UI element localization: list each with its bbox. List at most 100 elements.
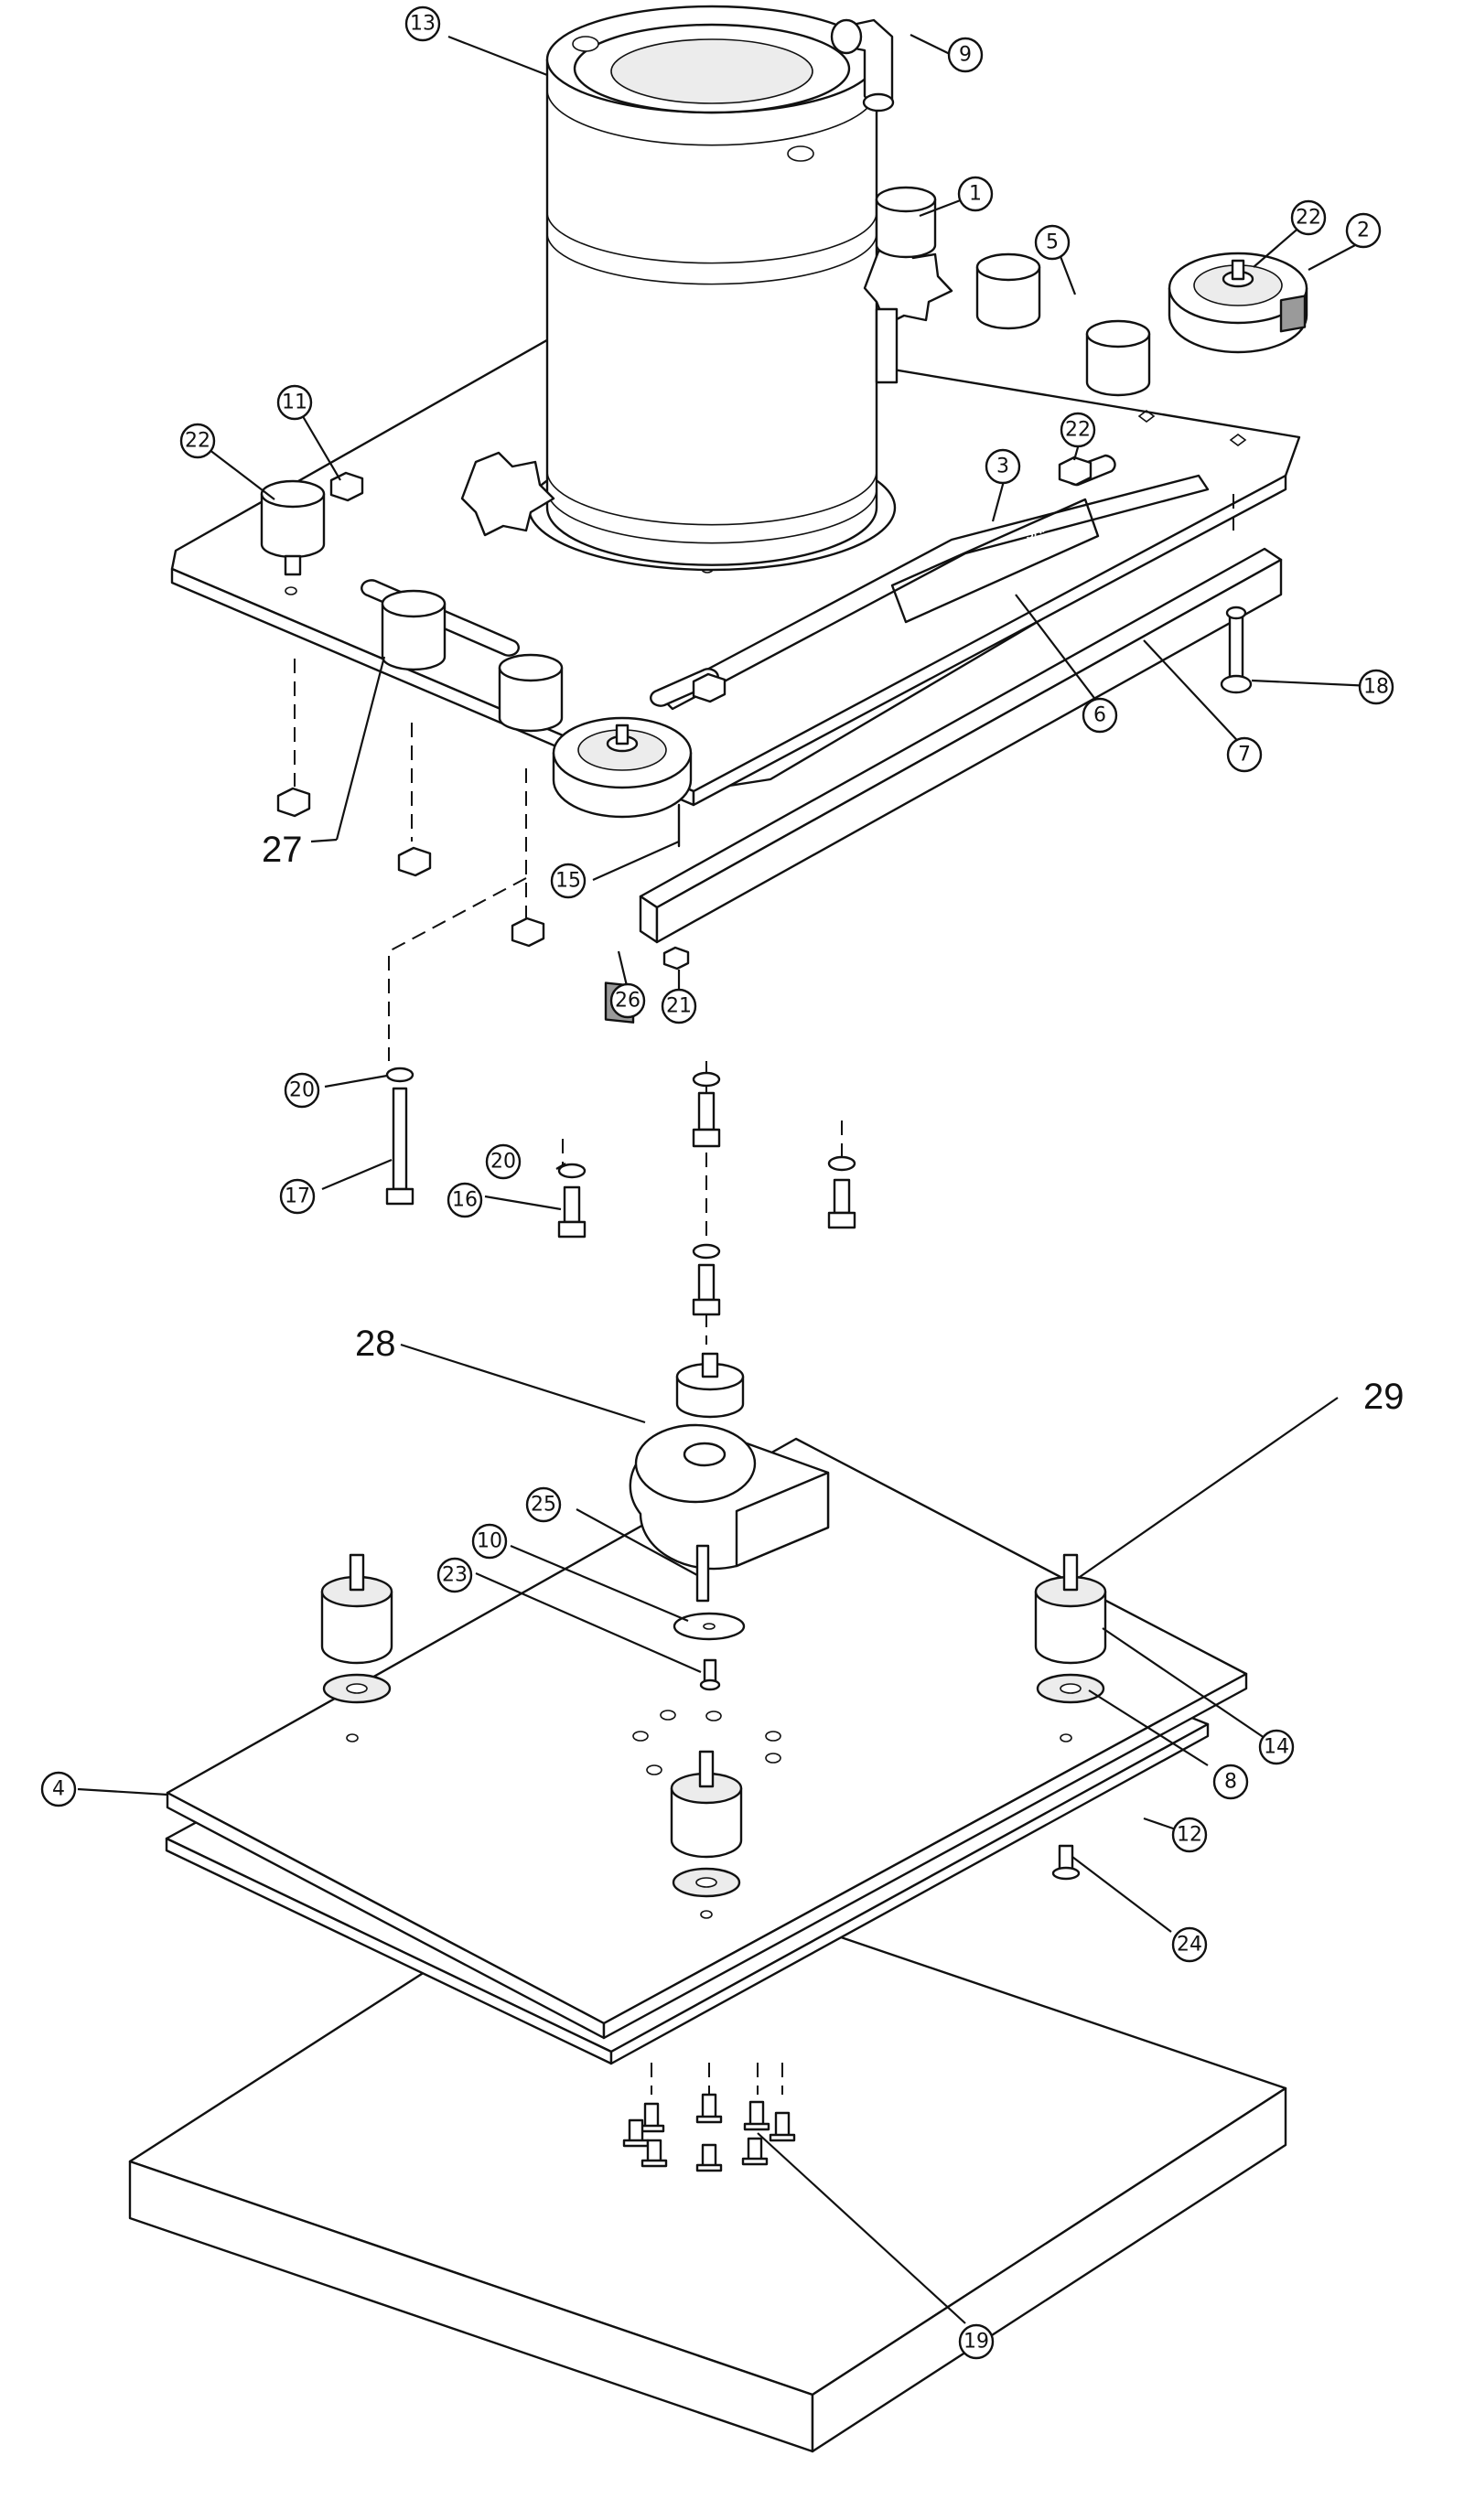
callout-3-label: 3 — [996, 456, 1009, 478]
callout-7: 7 — [1226, 736, 1263, 773]
callout-14: 14 — [1258, 1729, 1295, 1765]
callout-22-a: 22 — [1290, 199, 1327, 236]
callout-1-bubble — [957, 176, 994, 212]
callout-19: 19 — [958, 2323, 995, 2360]
callout-9-bubble — [947, 37, 984, 73]
callout-13-label: 13 — [410, 13, 436, 36]
callout-4-bubble — [40, 1771, 77, 1807]
label-27: 27 — [262, 830, 303, 870]
callout-2-bubble — [1345, 212, 1382, 249]
callout-19-label: 19 — [963, 2331, 989, 2354]
spacer-left-11 — [260, 479, 326, 576]
spacer-24 — [1051, 1844, 1081, 1881]
callout-9-label: 9 — [959, 44, 972, 67]
callout-1-label: 1 — [969, 183, 982, 206]
rubber-mount-right — [1034, 1553, 1107, 1704]
label-29: 29 — [1363, 1377, 1405, 1417]
callout-5: 5 — [1034, 224, 1071, 261]
callout-17: 17 — [279, 1178, 316, 1215]
callout-17-label: 17 — [285, 1185, 310, 1208]
rail-nut — [662, 946, 690, 970]
assembly-lines — [294, 494, 1234, 1061]
callout-8-label: 8 — [1224, 1771, 1237, 1794]
callout-6-bubble — [1082, 697, 1118, 734]
callout-24: 24 — [1171, 1926, 1208, 1963]
spacer-27 — [381, 589, 447, 671]
callout-16-bubble — [447, 1182, 483, 1218]
callout-16-label: 16 — [452, 1189, 478, 1212]
callout-11-bubble — [276, 384, 313, 421]
callout-1: 1 — [957, 176, 994, 212]
motor — [460, 5, 953, 572]
callout-11: 11 — [276, 384, 313, 421]
callout-18-label: 18 — [1363, 676, 1389, 699]
spacer-rear-1 — [975, 252, 1041, 330]
callout-19-bubble — [958, 2323, 995, 2360]
callout-13: 13 — [404, 5, 441, 42]
callout-26-bubble — [609, 982, 646, 1019]
callout-7-bubble — [1226, 736, 1263, 773]
deck-nuts-22 — [329, 456, 1093, 703]
callout-8: 8 — [1212, 1764, 1249, 1800]
callout-6: 6 — [1082, 697, 1118, 734]
callout-5-label: 5 — [1046, 231, 1059, 254]
callout-22-b-bubble — [179, 423, 216, 459]
plate-screws — [622, 2063, 796, 2172]
callout-6-label: 6 — [1093, 704, 1106, 727]
callout-20-a: 20 — [284, 1072, 320, 1109]
callout-18-bubble — [1358, 669, 1394, 705]
callout-21-label: 21 — [666, 995, 692, 1018]
callout-25: 25 — [525, 1486, 562, 1523]
callout-5-bubble — [1034, 224, 1071, 261]
callout-13-bubble — [404, 5, 441, 42]
callout-23: 23 — [436, 1557, 473, 1593]
wheel-front — [552, 716, 693, 848]
callout-10-bubble — [471, 1523, 508, 1560]
callout-20-b: 20 — [485, 1143, 522, 1180]
callout-22-c-bubble — [1060, 412, 1096, 448]
rail-knob — [1220, 606, 1253, 694]
callout-22-b-label: 22 — [185, 430, 210, 453]
base-plate — [166, 1437, 1248, 2040]
callout-12: 12 — [1171, 1817, 1208, 1853]
callout-15-bubble — [550, 863, 587, 899]
callout-25-label: 25 — [531, 1494, 556, 1517]
callout-22-b: 22 — [179, 423, 216, 459]
callout-22-a-bubble — [1290, 199, 1327, 236]
callout-15-label: 15 — [555, 870, 581, 893]
elbow-fitting — [830, 18, 895, 113]
callout-3: 3 — [985, 448, 1021, 485]
callout-15: 15 — [550, 863, 587, 899]
callout-14-label: 14 — [1264, 1736, 1289, 1759]
callout-16: 16 — [447, 1182, 483, 1218]
callout-9: 9 — [947, 37, 984, 73]
wheel-rear — [1168, 252, 1308, 354]
callout-11-label: 11 — [282, 391, 307, 414]
callout-26-label: 26 — [615, 990, 640, 1013]
callout-12-bubble — [1171, 1817, 1208, 1853]
callout-25-bubble — [525, 1486, 562, 1523]
callout-2: 2 — [1345, 212, 1382, 249]
callout-2-label: 2 — [1357, 220, 1370, 242]
callout-3-bubble — [985, 448, 1021, 485]
callout-23-bubble — [436, 1557, 473, 1593]
callout-21-bubble — [661, 988, 697, 1024]
label-28: 28 — [355, 1324, 396, 1364]
callout-22-c-label: 22 — [1065, 419, 1091, 442]
callout-22-c: 22 — [1060, 412, 1096, 448]
callout-24-label: 24 — [1177, 1934, 1202, 1957]
deck-spacers — [260, 186, 1151, 733]
callout-12-label: 12 — [1177, 1824, 1202, 1847]
callout-22-a-label: 22 — [1296, 207, 1321, 230]
spacer-mid — [875, 186, 937, 259]
callout-10-label: 10 — [477, 1530, 502, 1553]
spacer-rear-2 — [1085, 319, 1151, 397]
callout-23-label: 23 — [442, 1564, 468, 1587]
base-block — [128, 1855, 1287, 2453]
callout-24-bubble — [1171, 1926, 1208, 1963]
callout-20-b-label: 20 — [490, 1151, 516, 1174]
spacer-front — [498, 653, 564, 733]
callout-10: 10 — [471, 1523, 508, 1560]
